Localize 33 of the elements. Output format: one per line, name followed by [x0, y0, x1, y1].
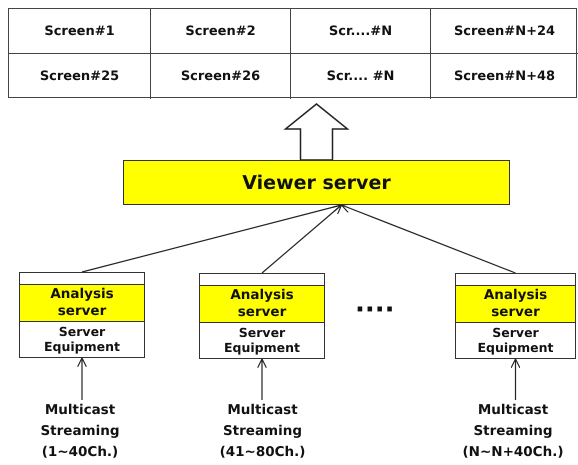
server-box [19, 272, 145, 358]
screen-label: Scr.... #N [326, 69, 394, 84]
grid-cell [291, 9, 431, 54]
equipment-label: Server Equipment [476, 325, 554, 355]
arrow [256, 358, 268, 400]
equipment-label: Server Equipment [223, 325, 301, 355]
screen-label: Screen#26 [180, 69, 260, 84]
arrow [510, 358, 521, 400]
grid-cell [151, 9, 291, 54]
screen-label: Screen#1 [44, 24, 115, 38]
arrow [76, 357, 88, 400]
screen-grid [8, 8, 577, 98]
screen-label: Screen#25 [40, 69, 120, 84]
server-label: Viewer server [242, 172, 391, 194]
equipment-label: Server Equipment [43, 324, 121, 354]
screen-label: Scr....#N [328, 24, 392, 38]
stream-label: Multicast Streaming (41~80Ch.) [218, 400, 306, 462]
server-title: Analysis server [200, 285, 324, 323]
server-title: Analysis server [20, 284, 144, 322]
screen-label: Screen#2 [185, 24, 256, 38]
screen-label: Screen#N+24 [454, 24, 556, 38]
server-box [455, 273, 576, 359]
block-arrow [283, 103, 350, 161]
arrow [340, 204, 516, 274]
stream-label: Multicast Streaming (1~40Ch.) [39, 400, 121, 462]
ellipsis-dots: ···· [355, 297, 395, 323]
viewer-server-box [123, 160, 510, 205]
stream-label: Multicast Streaming (N~N+40Ch.) [462, 400, 564, 462]
grid-cell [9, 9, 151, 54]
server-title: Analysis server [456, 285, 575, 323]
screen-label: Screen#N+48 [454, 69, 556, 84]
arrow [262, 204, 342, 274]
server-box [199, 273, 325, 359]
